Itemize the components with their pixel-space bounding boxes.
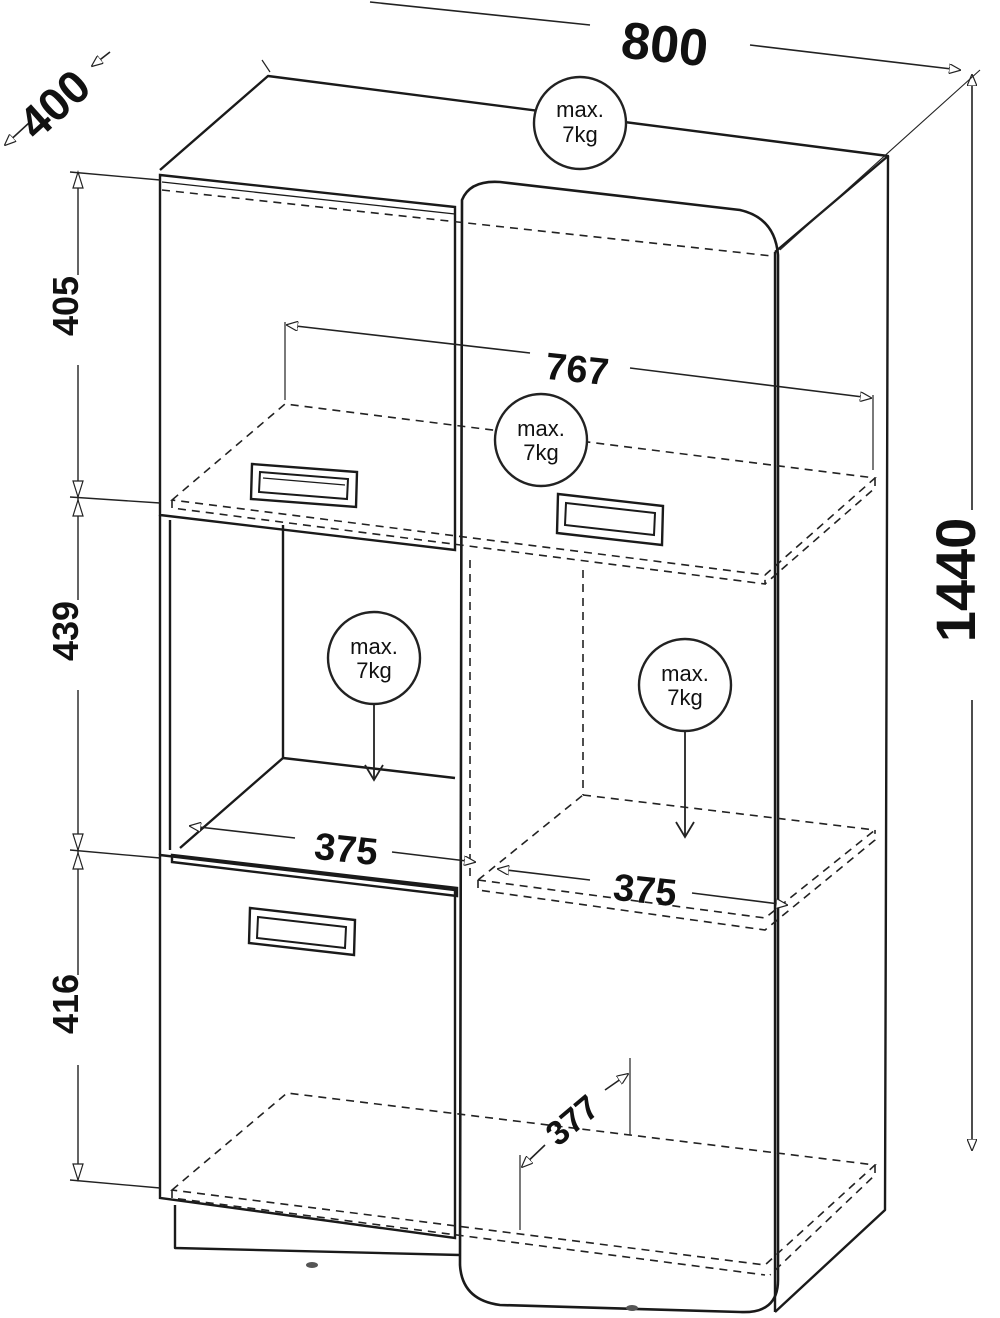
section-ticks (72, 169, 84, 1183)
section-top-label: 405 (45, 276, 86, 336)
dimension-width: 800 (261, 1, 960, 79)
dimension-height: 1440 (779, 69, 987, 1150)
svg-text:max.: max. (350, 634, 398, 659)
door-right-tall (458, 180, 780, 1314)
dimension-inner-width: 767 (284, 322, 874, 470)
svg-text:max.: max. (556, 97, 604, 122)
hidden-interior-lines (161, 189, 877, 1276)
shelf-left-width-label: 375 (312, 826, 379, 874)
load-badge-top: max. 7kg (532, 75, 628, 171)
load-badge-shelf-right: max. 7kg (637, 637, 733, 839)
open-compartment-left (158, 515, 459, 898)
inner-depth-label: 377 (539, 1088, 607, 1154)
dimension-inner-depth: 377 (519, 1058, 631, 1230)
shelf-bottom-dashed (170, 1092, 877, 1266)
dimension-shelf-right: 375 (498, 867, 787, 915)
shelf-left (170, 853, 459, 898)
svg-text:max.: max. (661, 661, 709, 686)
door-lower-left (158, 853, 457, 1240)
load-badge-shelf-upper: max. 7kg (493, 392, 589, 488)
foot-left (306, 1262, 318, 1268)
dimension-shelf-left: 375 (190, 826, 475, 874)
section-middle-label: 439 (45, 601, 86, 661)
cabinet-right-side (774, 155, 890, 1313)
cabinet-top-face (159, 74, 890, 253)
height-label: 1440 (924, 518, 987, 643)
load-badge-shelf-left: max. 7kg (326, 610, 422, 782)
width-label: 800 (619, 12, 711, 79)
shelf-right-width-label: 375 (611, 867, 678, 915)
door-upper-left (158, 173, 457, 552)
svg-text:max.: max. (517, 416, 565, 441)
cabinet-plinth (173, 1205, 461, 1257)
svg-text:7kg: 7kg (562, 122, 597, 147)
handle-upper-left (249, 462, 359, 509)
section-bottom-label: 416 (45, 974, 86, 1034)
dimension-depth: 400 (5, 51, 111, 149)
foot-right (626, 1305, 638, 1311)
handle-lower-left (247, 906, 357, 957)
handle-right-door (555, 492, 665, 547)
depth-label: 400 (8, 59, 100, 149)
svg-text:7kg: 7kg (356, 658, 391, 683)
inner-width-label: 767 (543, 346, 610, 394)
svg-text:7kg: 7kg (667, 685, 702, 710)
svg-text:7kg: 7kg (523, 440, 558, 465)
